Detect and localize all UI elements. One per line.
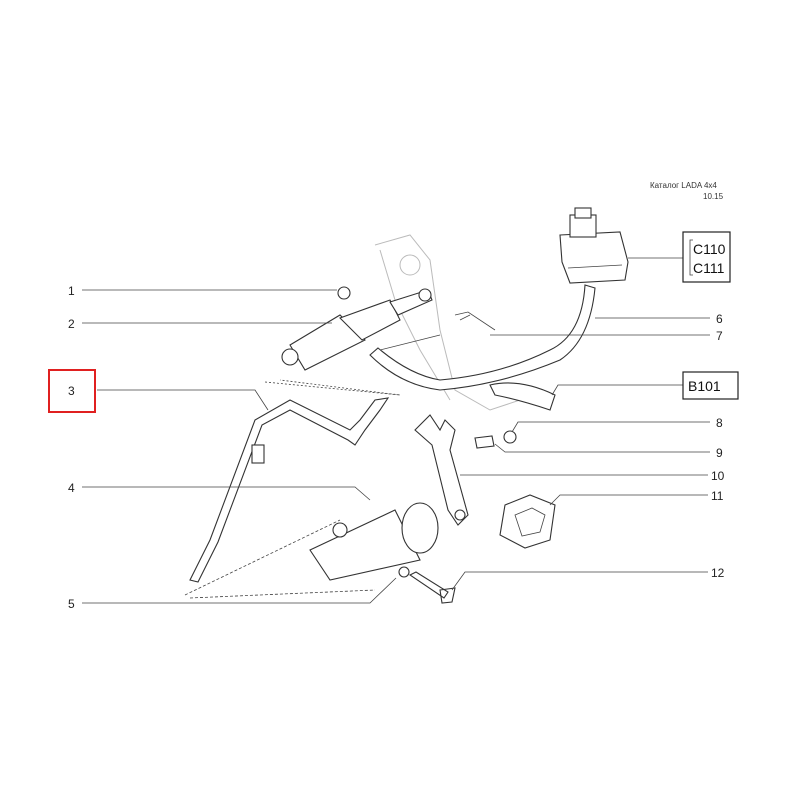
reference-box-hose[interactable]: B101: [682, 371, 739, 400]
callout-10[interactable]: 10: [711, 469, 725, 483]
callout-2[interactable]: 2: [68, 317, 75, 331]
hose-bracket: [454, 311, 496, 331]
ref-c110: C110: [693, 241, 726, 257]
release-fork: [414, 414, 469, 526]
master-cylinder: [281, 286, 433, 371]
callout-1[interactable]: 1: [68, 284, 75, 298]
nut-part-1: [337, 286, 351, 300]
clip-part-8: [503, 430, 517, 444]
ref-b101: B101: [688, 378, 721, 394]
slave-cylinder: [309, 502, 439, 581]
callout-12[interactable]: 12: [711, 566, 725, 580]
callout-3[interactable]: 3: [68, 384, 75, 398]
ref-c111: C111: [693, 260, 725, 276]
callout-6[interactable]: 6: [716, 312, 723, 326]
selected-callout-highlight: [48, 369, 96, 413]
hose-clamp: [489, 382, 556, 411]
leader-lines: [82, 257, 710, 604]
clutch-pipe: [189, 397, 390, 583]
catalog-title: Каталог LADA 4x4: [650, 181, 717, 190]
callout-11[interactable]: 11: [711, 489, 724, 503]
callout-5[interactable]: 5: [68, 597, 75, 611]
callout-9[interactable]: 9: [716, 446, 723, 460]
section-number: 10.15: [703, 192, 724, 201]
fluid-reservoir: [559, 207, 629, 284]
callout-7[interactable]: 7: [716, 329, 723, 343]
bolt-part-12: [408, 571, 456, 604]
supply-hose: [369, 284, 596, 391]
assembly-arrow: [379, 334, 441, 351]
fork-boot: [499, 494, 556, 549]
callout-4[interactable]: 4: [68, 481, 75, 495]
pedal-bracket-ghost: [374, 234, 521, 411]
reference-box-reservoir[interactable]: C110 C111: [682, 231, 731, 283]
washer-part-5: [398, 566, 410, 578]
callout-8[interactable]: 8: [716, 416, 723, 430]
bolt-part-9: [474, 435, 495, 449]
